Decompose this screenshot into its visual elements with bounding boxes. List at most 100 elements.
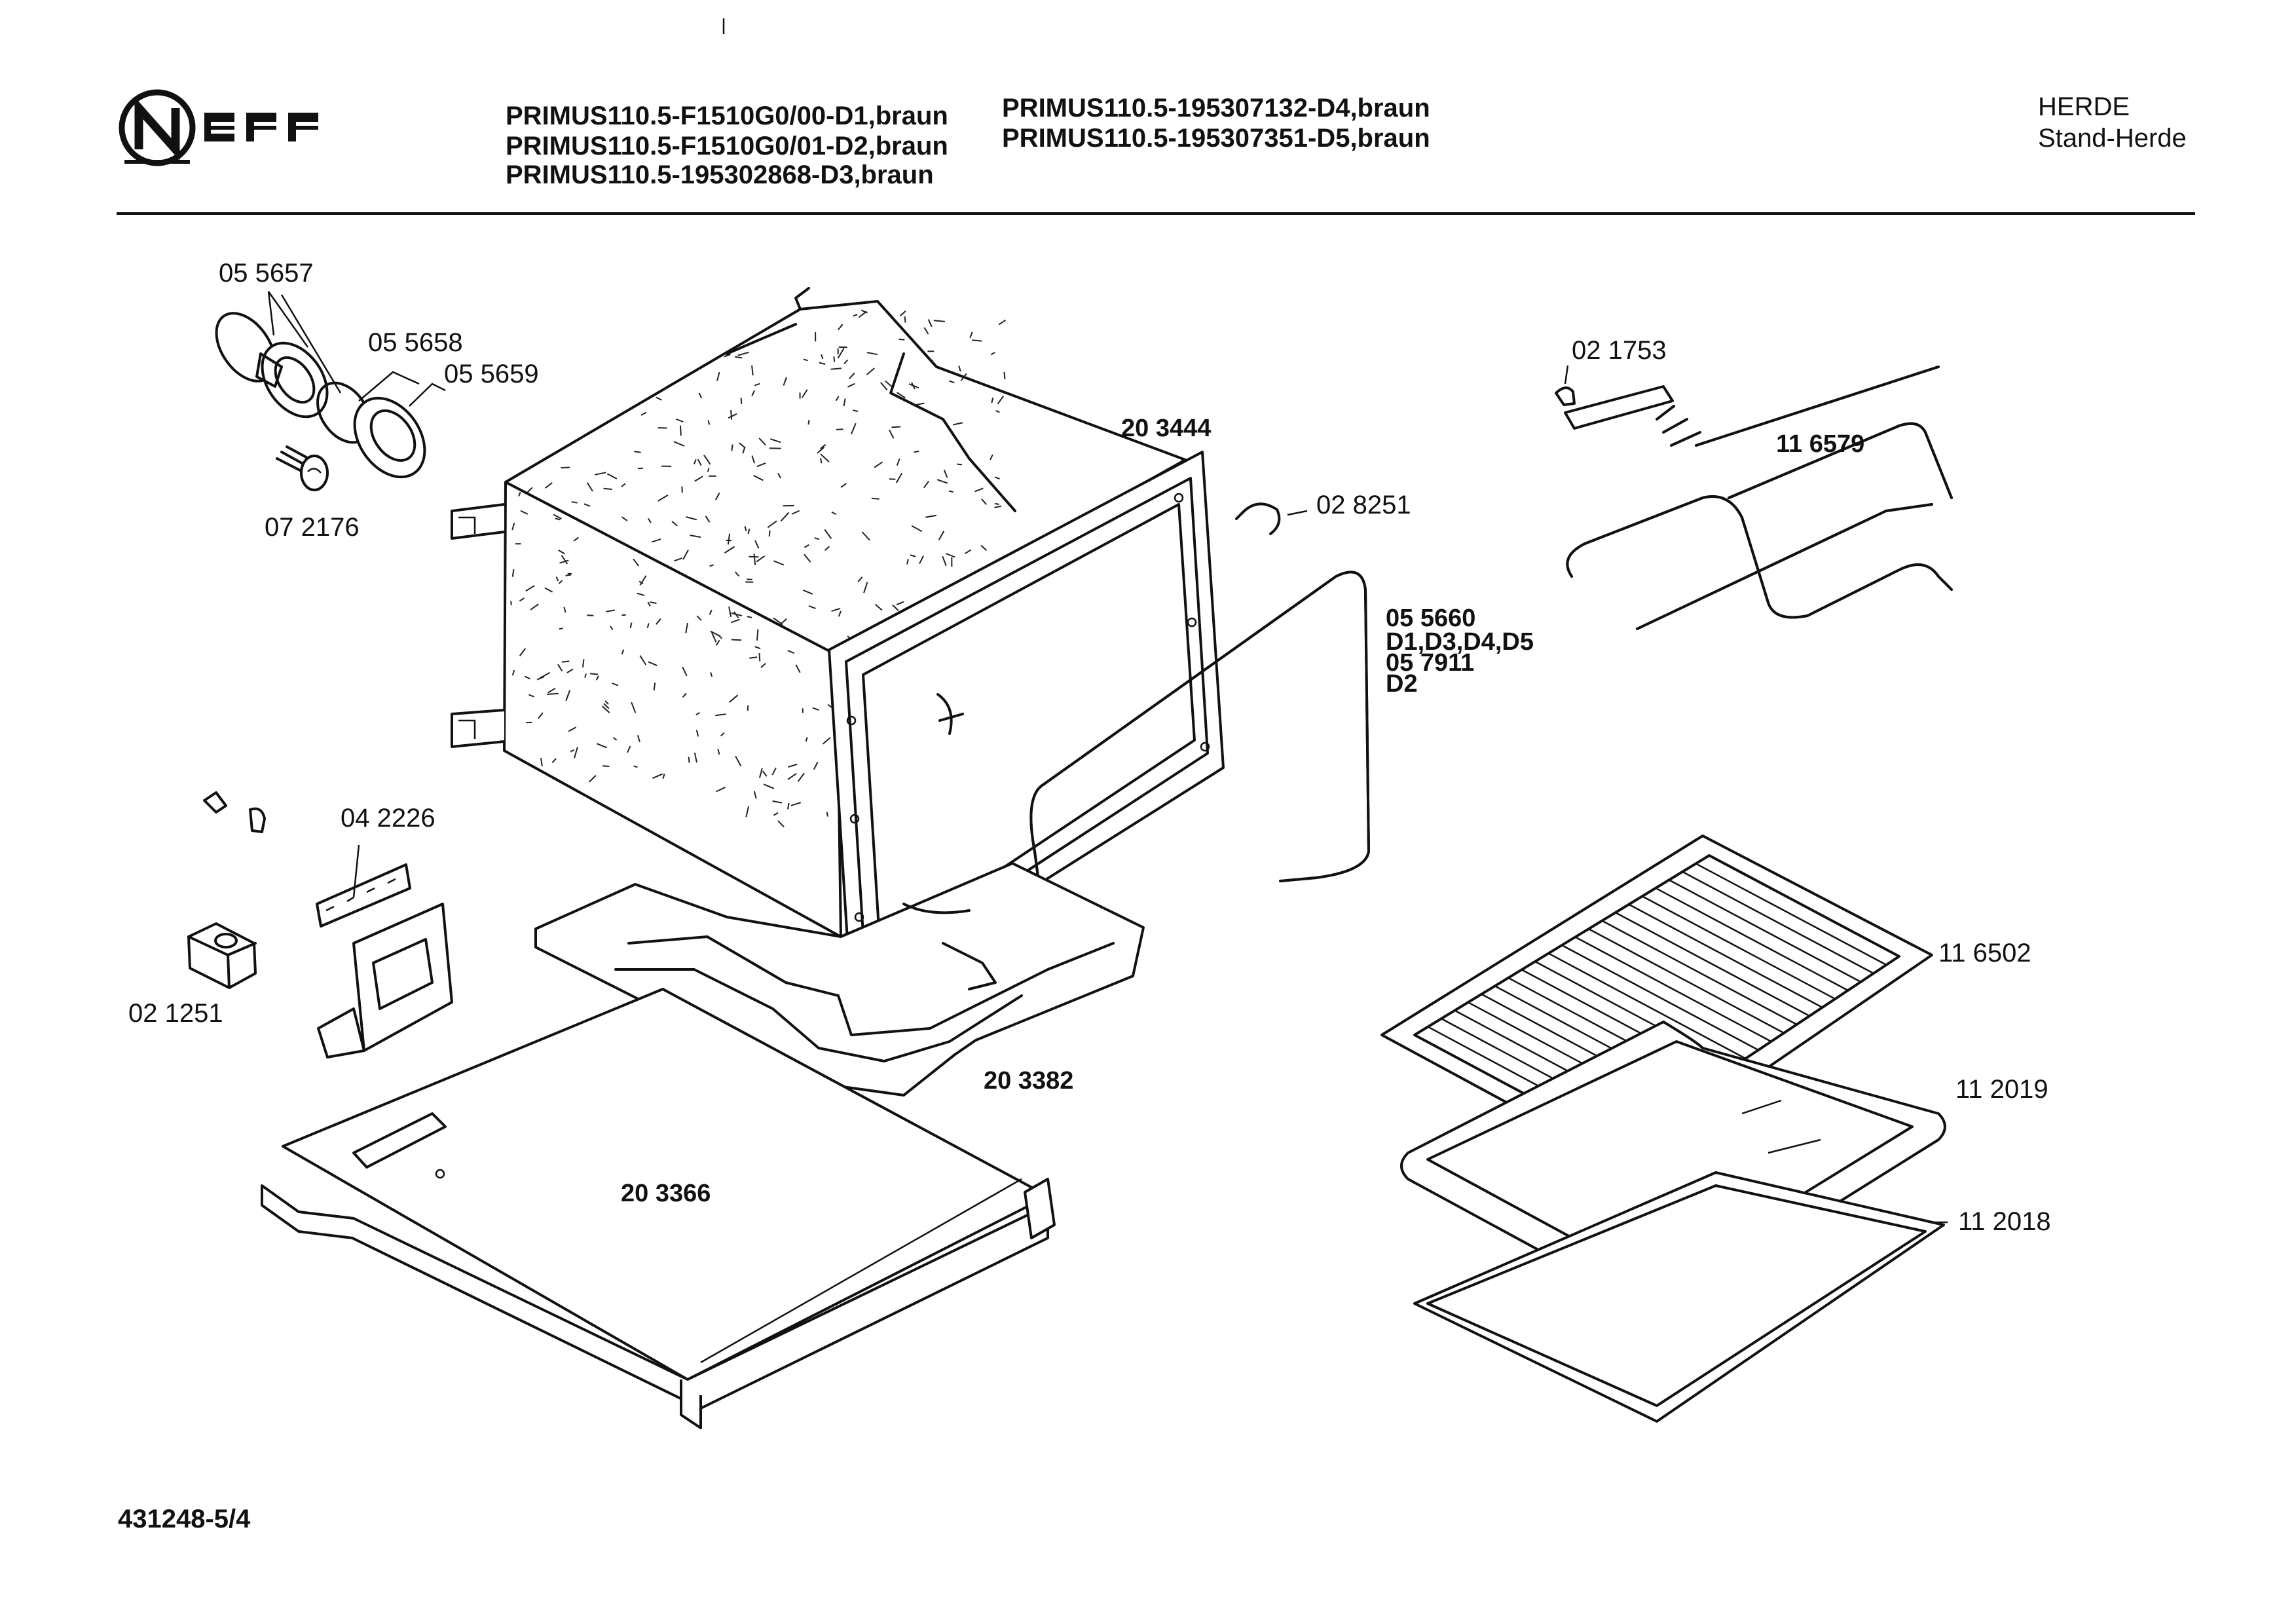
texture-speck [639,655,647,666]
shelf-bar [1574,936,1772,1043]
texture-speck [936,479,948,484]
texture-speck [838,324,843,331]
part-label-055657: 05 5657 [219,259,314,288]
texture-speck [565,574,571,576]
texture-speck [682,692,687,698]
texture-speck [561,660,570,663]
texture-speck [892,604,899,611]
texture-speck [831,607,841,612]
texture-speck [866,352,878,356]
texture-speck [830,367,842,370]
part-label-203382: 20 3382 [984,1067,1073,1095]
texture-speck [650,601,657,605]
texture-speck [662,774,665,779]
texture-speck [998,319,1007,326]
texture-speck [814,537,820,540]
texture-speck [594,472,606,476]
texture-speck [849,372,855,379]
texture-speck [715,713,726,717]
drip-tray [1413,1171,1948,1423]
texture-speck [927,319,933,328]
texture-speck [791,510,800,515]
texture-speck [716,786,726,793]
texture-speck [938,531,945,540]
texture-speck [777,472,781,479]
texture-speck [768,530,771,537]
texture-speck [773,812,779,816]
texture-speck [969,331,973,339]
part-label-055659: 05 5659 [444,360,539,388]
texture-speck [633,558,640,567]
texture-speck [633,765,638,768]
texture-speck [511,522,515,531]
texture-speck [817,447,825,454]
texture-speck [544,587,553,593]
texture-speck [525,585,535,592]
texture-speck [657,494,669,502]
texture-speck [749,656,758,659]
texture-speck [747,528,750,535]
texture-speck [857,576,863,582]
texture-speck [740,398,743,404]
texture-speck [767,520,777,529]
texture-speck [803,358,808,362]
texture-speck [807,420,810,425]
texture-speck [709,564,714,567]
texture-speck [850,422,857,435]
texture-speck [707,420,711,425]
part-label-116502: 11 6502 [1938,939,2031,967]
texture-speck [553,514,562,519]
texture-speck [653,683,656,691]
texture-speck [923,481,929,489]
texture-speck [943,470,948,478]
part-label-057911: 05 7911 [1386,649,1474,677]
texture-speck [831,511,837,516]
texture-speck [540,757,543,766]
texture-speck [555,576,559,582]
texture-speck [912,402,925,407]
texture-speck [972,339,982,342]
texture-speck [695,712,700,716]
part-label-055658: 05 5658 [368,328,463,357]
texture-speck [906,559,909,565]
texture-speck [911,382,916,390]
bottom-heating-plate [534,862,1145,1097]
texture-speck [896,458,900,466]
texture-speck [584,673,587,678]
texture-speck [753,475,764,481]
texture-speck [923,327,929,335]
document-number: 431248-5/4 [118,1505,251,1533]
texture-speck [588,775,597,783]
texture-speck [771,767,777,776]
texture-speck [797,772,805,782]
texture-speck [604,700,609,705]
texture-speck [679,425,682,436]
texture-speck [863,582,868,593]
texture-speck [847,383,855,388]
texture-speck [530,603,539,610]
texture-speck [898,338,905,341]
texture-speck [919,555,924,565]
texture-speck [820,443,826,449]
texture-speck [709,609,713,615]
texture-speck [843,359,849,365]
texture-speck [787,773,797,780]
texture-speck [812,707,819,711]
shelf-bar [1588,928,1785,1034]
texture-speck [754,540,760,549]
texture-speck [899,310,906,316]
texture-speck [780,512,790,522]
texture-speck [558,580,563,584]
texture-speck [853,409,859,412]
shelf-bar [1682,871,1874,975]
clip-021753 [1555,365,1576,406]
texture-speck [547,687,556,694]
texture-speck [528,694,534,698]
part-label-042226: 04 2226 [341,804,435,833]
texture-speck [720,732,725,737]
texture-speck [511,569,515,577]
texture-speck [696,615,702,621]
texture-speck [824,546,830,551]
model-line-2: PRIMUS110.5-F1510G0/01-D2,braun [506,132,948,160]
